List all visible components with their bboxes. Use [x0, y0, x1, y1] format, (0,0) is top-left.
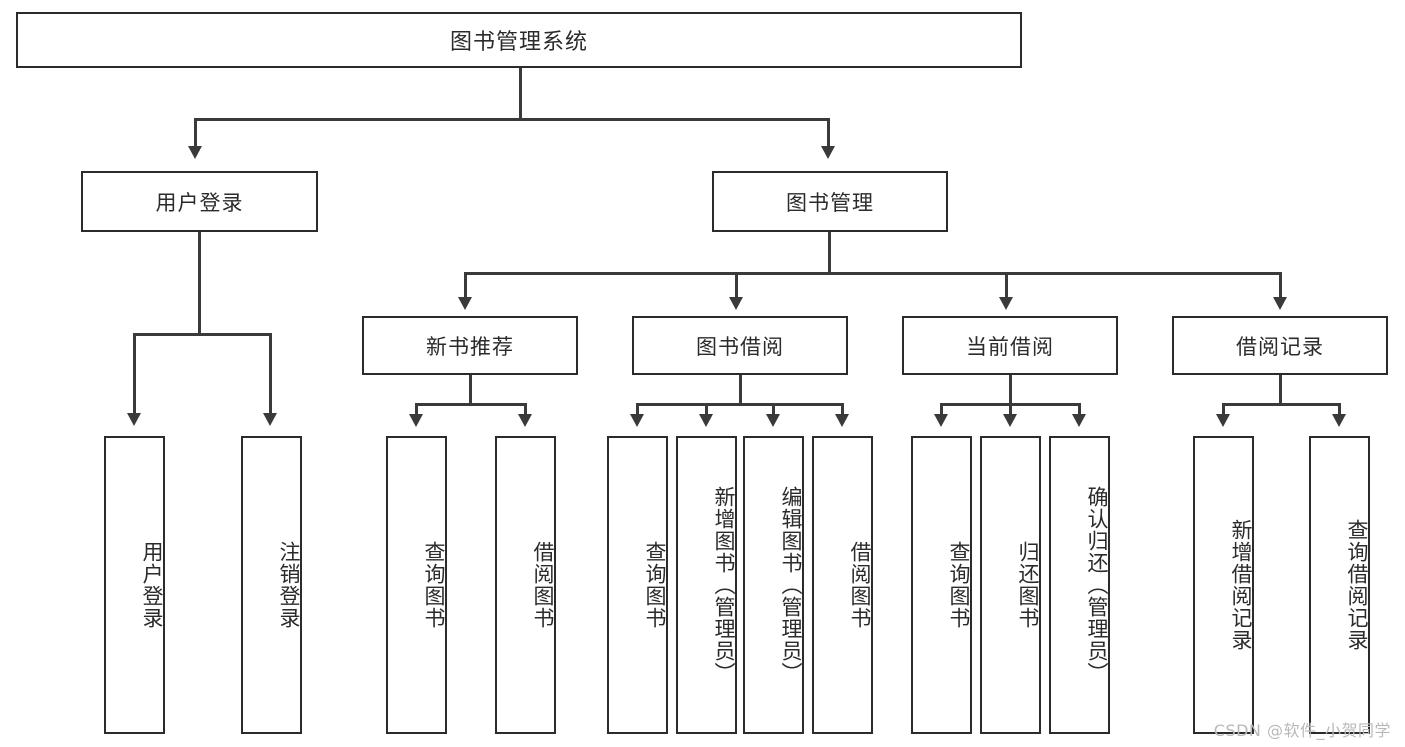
node-borrow-records[interactable]: 借阅记录: [1172, 316, 1388, 375]
arrow-book-to-new-icon: [458, 297, 472, 310]
leaf-current-confirm-return[interactable]: 确认归还（管理员）: [1049, 436, 1110, 734]
node-borrow-records-label: 借阅记录: [1236, 334, 1324, 359]
leaf-borrow-query-book-label: 查询图书: [643, 541, 667, 629]
arrow-borrow-leaf1-icon: [630, 414, 644, 427]
node-book-management[interactable]: 图书管理: [712, 171, 948, 232]
arrow-book-to-borrow-icon: [729, 297, 743, 310]
leaf-borrow-edit-book-label: 编辑图书（管理员）: [779, 486, 803, 684]
connector-borrow-leaf1: [636, 403, 639, 416]
leaf-user-logout-label: 注销登录: [277, 541, 301, 629]
leaf-new-query-book[interactable]: 查询图书: [386, 436, 447, 734]
arrow-current-leaf3-icon: [1072, 414, 1086, 427]
arrow-book-to-current-icon: [999, 297, 1013, 310]
leaf-records-add-record[interactable]: 新增借阅记录: [1193, 436, 1254, 734]
connector-root-to-user: [194, 118, 197, 148]
arrow-records-leaf1-icon: [1216, 414, 1230, 427]
leaf-user-logout[interactable]: 注销登录: [241, 436, 302, 734]
arrow-current-leaf1-icon: [934, 414, 948, 427]
arrow-root-to-book-icon: [821, 146, 835, 159]
connector-borrow-leaf4: [841, 403, 844, 416]
node-root[interactable]: 图书管理系统: [16, 12, 1022, 68]
leaf-borrow-edit-book[interactable]: 编辑图书（管理员）: [743, 436, 804, 734]
connector-records-leaf2: [1338, 403, 1341, 416]
node-new-book-recommend-label: 新书推荐: [426, 334, 514, 359]
leaf-borrow-borrow-book[interactable]: 借阅图书: [812, 436, 873, 734]
leaf-new-borrow-book[interactable]: 借阅图书: [495, 436, 556, 734]
connector-new-bus: [415, 403, 527, 406]
connector-borrow-leaf2: [705, 403, 708, 416]
arrow-new-leaf2-icon: [518, 414, 532, 427]
node-user-login[interactable]: 用户登录: [81, 171, 318, 232]
connector-records-bus: [1222, 403, 1341, 406]
leaf-borrow-add-book[interactable]: 新增图书（管理员）: [676, 436, 737, 734]
node-book-borrow[interactable]: 图书借阅: [632, 316, 848, 375]
leaf-current-confirm-return-label: 确认归还（管理员）: [1085, 486, 1109, 684]
arrow-new-leaf1-icon: [409, 414, 423, 427]
watermark: CSDN @软件_小贺同学: [1213, 721, 1391, 740]
leaf-user-login-label: 用户登录: [140, 541, 164, 629]
arrow-borrow-leaf4-icon: [835, 414, 849, 427]
leaf-current-query-book[interactable]: 查询图书: [911, 436, 972, 734]
leaf-records-query-record-label: 查询借阅记录: [1345, 519, 1369, 651]
leaf-borrow-add-book-label: 新增图书（管理员）: [712, 486, 736, 684]
connector-book-to-borrow: [735, 272, 738, 299]
arrow-borrow-leaf2-icon: [699, 414, 713, 427]
connector-records-stem: [1279, 375, 1282, 405]
connector-current-leaf1: [940, 403, 943, 416]
arrow-borrow-leaf3-icon: [766, 414, 780, 427]
connector-new-leaf1: [415, 403, 418, 416]
connector-current-stem: [1009, 375, 1012, 405]
connector-book-to-records: [1279, 272, 1282, 299]
arrow-user-leaf2-icon: [263, 413, 277, 426]
connector-book-bus: [464, 272, 1282, 275]
leaf-new-borrow-book-label: 借阅图书: [531, 541, 555, 629]
node-book-management-label: 图书管理: [786, 190, 874, 215]
connector-book-to-new: [464, 272, 467, 299]
connector-new-stem: [469, 375, 472, 405]
arrow-root-to-user-icon: [188, 146, 202, 159]
leaf-records-query-record[interactable]: 查询借阅记录: [1309, 436, 1370, 734]
connector-user-stem: [198, 232, 201, 335]
connector-root-bus: [194, 118, 830, 121]
leaf-current-return-book[interactable]: 归还图书: [980, 436, 1041, 734]
arrow-book-to-records-icon: [1273, 297, 1287, 310]
connector-root-stem: [519, 68, 522, 120]
connector-borrow-leaf3: [772, 403, 775, 416]
node-current-borrow[interactable]: 当前借阅: [902, 316, 1118, 375]
connector-current-leaf3: [1078, 403, 1081, 416]
connector-borrow-stem: [739, 375, 742, 405]
connector-current-leaf2: [1009, 403, 1012, 416]
node-root-label: 图书管理系统: [449, 30, 588, 55]
connector-user-leaf1: [133, 333, 136, 415]
node-user-login-label: 用户登录: [155, 190, 244, 215]
leaf-borrow-borrow-book-label: 借阅图书: [848, 541, 872, 629]
arrow-user-leaf1-icon: [127, 413, 141, 426]
connector-book-stem: [828, 232, 831, 274]
leaf-current-return-book-label: 归还图书: [1016, 541, 1040, 629]
connector-borrow-bus: [636, 403, 844, 406]
leaf-borrow-query-book[interactable]: 查询图书: [607, 436, 668, 734]
connector-new-leaf2: [524, 403, 527, 416]
node-book-borrow-label: 图书借阅: [696, 334, 784, 359]
node-new-book-recommend[interactable]: 新书推荐: [362, 316, 578, 375]
node-current-borrow-label: 当前借阅: [966, 334, 1054, 359]
connector-user-bus: [133, 333, 272, 336]
leaf-records-add-record-label: 新增借阅记录: [1229, 519, 1253, 651]
leaf-new-query-book-label: 查询图书: [422, 541, 446, 629]
leaf-current-query-book-label: 查询图书: [947, 541, 971, 629]
connector-root-to-book: [827, 118, 830, 148]
arrow-current-leaf2-icon: [1003, 414, 1017, 427]
leaf-user-login[interactable]: 用户登录: [104, 436, 165, 734]
connector-book-to-current: [1005, 272, 1008, 299]
arrow-records-leaf2-icon: [1332, 414, 1346, 427]
connector-records-leaf1: [1222, 403, 1225, 416]
connector-user-leaf2: [269, 333, 272, 415]
